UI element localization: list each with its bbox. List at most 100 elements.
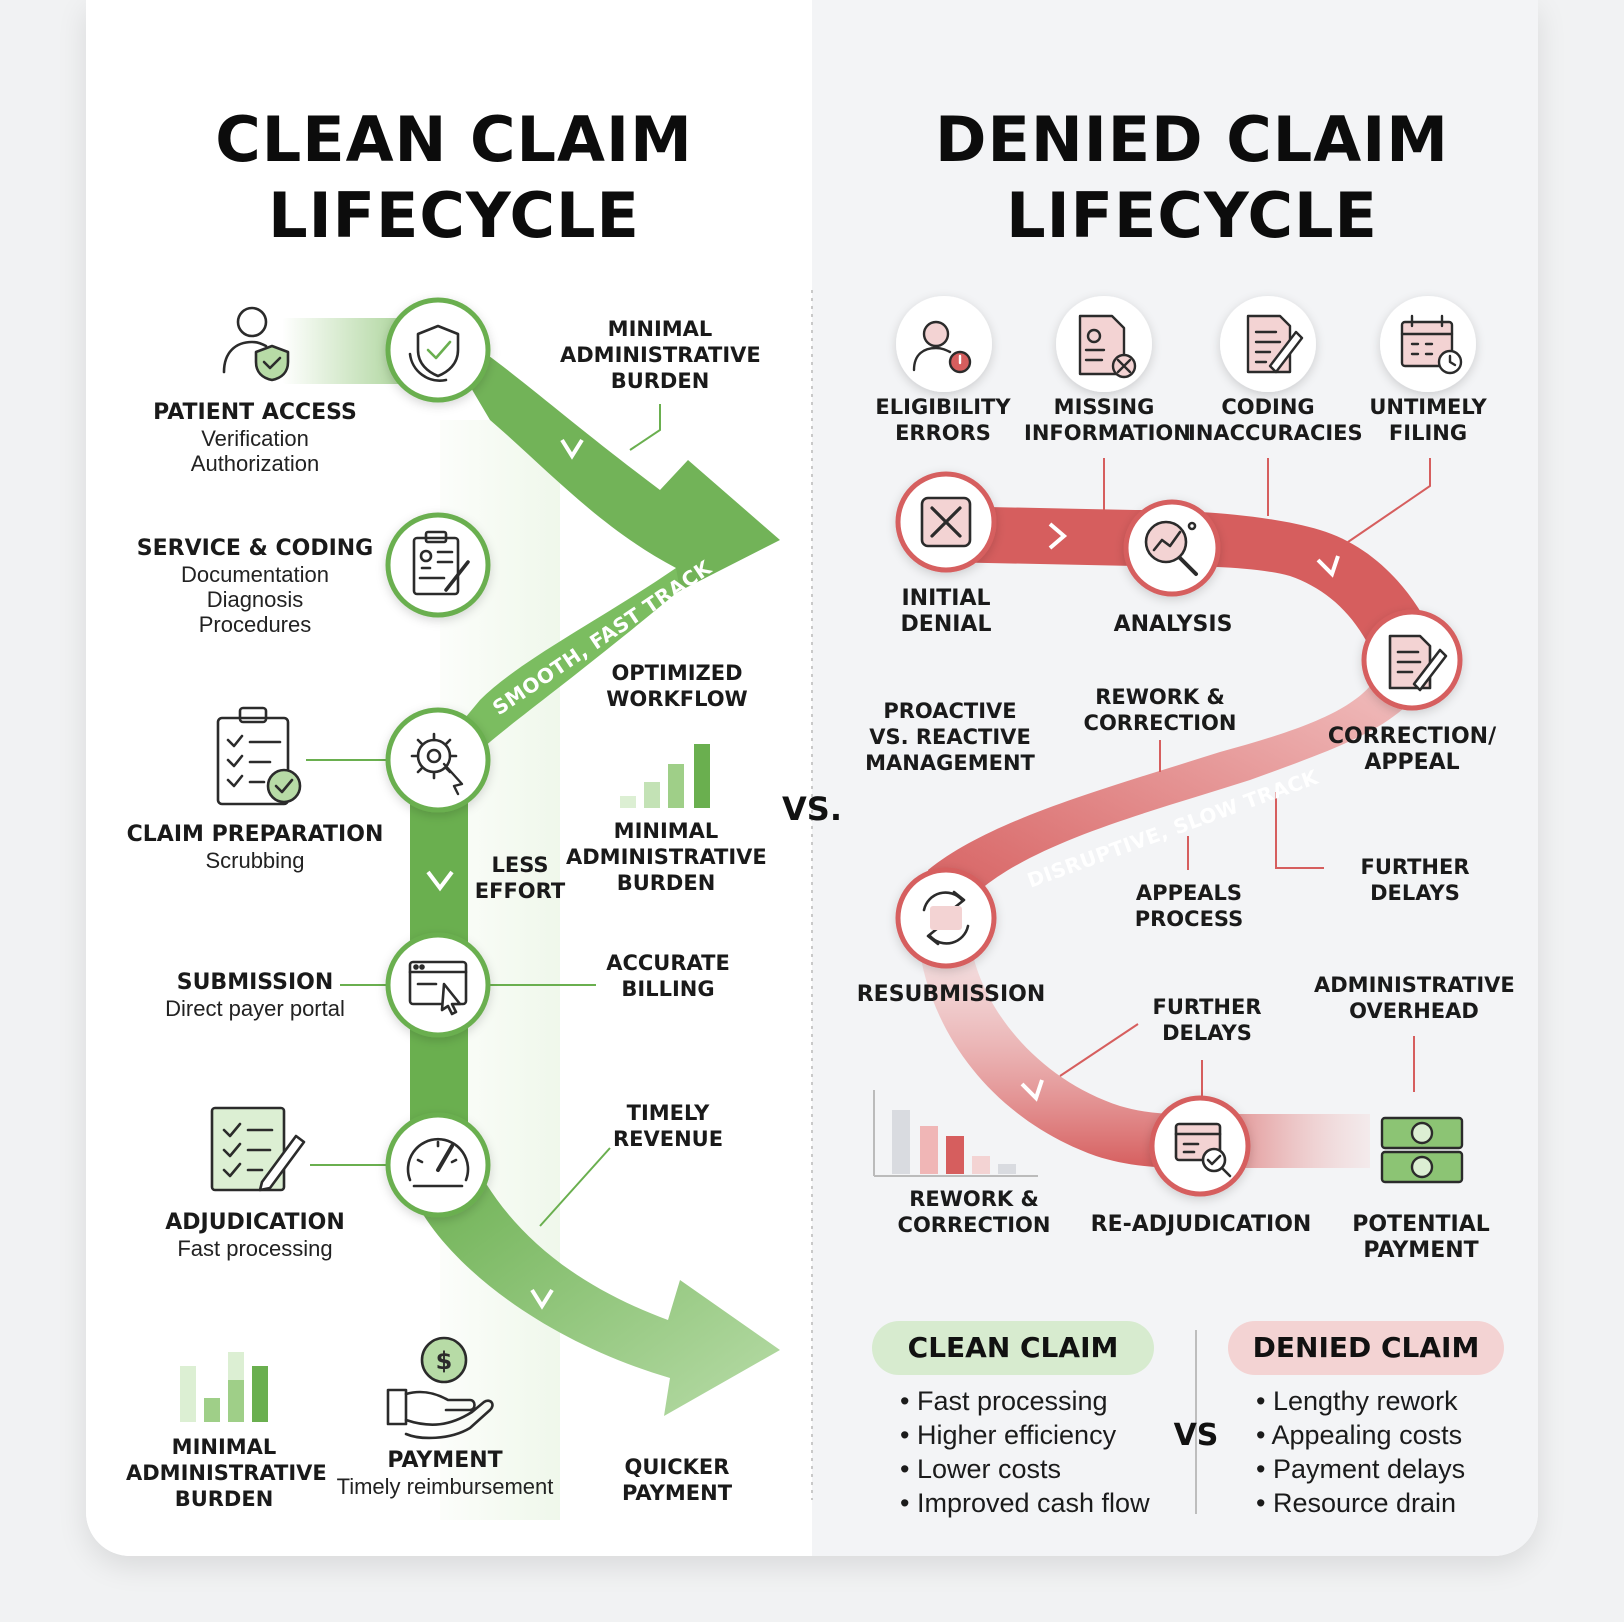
claim-preparation-caption: CLAIM PREPARATION Scrubbing: [110, 822, 400, 873]
center-vs: VS.: [782, 790, 842, 828]
magnifier-chart-icon: [1144, 520, 1198, 576]
denied-drawbacks-list: Lengthy rework Appealing costs Payment d…: [1256, 1384, 1465, 1520]
document-x-icon: [1078, 314, 1137, 379]
gauge-icon: [406, 1137, 470, 1188]
note-line: FURTHER: [1152, 995, 1262, 1019]
callout-line-text: LESS: [491, 853, 549, 877]
document-pen-icon: [1246, 314, 1304, 374]
step-detail: Documentation: [181, 562, 329, 587]
list-item: Lower costs: [900, 1452, 1150, 1486]
connector-line: [1275, 792, 1324, 869]
stage-line: RESUBMISSION: [856, 982, 1046, 1007]
stage-line: DENIAL: [900, 612, 992, 637]
note-line: REWORK &: [1095, 685, 1225, 709]
stage-line: CORRECTION/: [1327, 724, 1497, 749]
chevron-down-icon: [530, 1288, 554, 1310]
list-item: Resource drain: [1256, 1486, 1465, 1520]
list-item: Lengthy rework: [1256, 1384, 1465, 1418]
stage-line: INITIAL: [901, 586, 991, 611]
step-detail: Timely reimbursement: [336, 1474, 554, 1499]
denied-track-lower: [918, 940, 1180, 1168]
callout-line: [629, 404, 661, 451]
bar-chart-icon-bottom: [180, 1352, 268, 1422]
denied-title-line2: LIFECYCLE: [1006, 179, 1378, 252]
clean-title-line1: CLEAN CLAIM: [215, 103, 693, 176]
step-detail: Procedures: [198, 612, 312, 637]
clean-title: CLEAN CLAIM LIFECYCLE: [186, 102, 722, 254]
note-line: VS. REACTIVE: [869, 725, 1031, 749]
clean-arrow-lower: [410, 1150, 780, 1416]
document-pen-icon: [1388, 634, 1448, 692]
appeals-process-note: APPEALS PROCESS: [1124, 880, 1254, 932]
cause-line: ELIGIBILITY: [875, 395, 1011, 419]
step-detail: Diagnosis: [206, 587, 304, 612]
denied-title: DENIED CLAIM LIFECYCLE: [912, 102, 1472, 254]
service-coding-caption: SERVICE & CODING Documentation Diagnosis…: [130, 536, 380, 637]
step-title: CLAIM PREPARATION: [126, 822, 384, 847]
callout-line-text: ADMINISTRATIVE: [566, 845, 767, 869]
callout-line-text: PAYMENT: [621, 1481, 733, 1505]
denied-title-line1: DENIED CLAIM: [935, 103, 1449, 176]
missing-information-label: MISSING INFORMATION: [1024, 394, 1191, 446]
person-alert-icon: [912, 320, 972, 374]
list-item: Payment delays: [1256, 1452, 1465, 1486]
rework-bottom-note: REWORK & CORRECTION: [894, 1186, 1054, 1238]
rework-top-note: REWORK & CORRECTION: [1080, 684, 1240, 736]
analysis-label: ANALYSIS: [1098, 612, 1248, 638]
list-item: Improved cash flow: [900, 1486, 1150, 1520]
patient-access-caption: PATIENT ACCESS Verification Authorizatio…: [130, 400, 380, 476]
gear-icon: [410, 732, 464, 796]
clean-claim-pill: CLEAN CLAIM: [872, 1321, 1154, 1375]
form-check-icon: [1174, 1122, 1232, 1178]
callout-quicker-payment: QUICKER PAYMENT: [612, 1454, 742, 1506]
step-detail: Direct payer portal: [165, 996, 345, 1021]
callout-line-text: ADMINISTRATIVE: [560, 343, 761, 367]
cause-line: INACCURACIES: [1188, 421, 1363, 445]
callout-line-text: MINIMAL: [171, 1435, 277, 1459]
list-item: Fast processing: [900, 1384, 1150, 1418]
untimely-filing-label: UNTIMELY FILING: [1360, 394, 1496, 446]
service-coding-node: [385, 512, 491, 618]
admin-overhead-note: ADMINISTRATIVE OVERHEAD: [1314, 972, 1515, 1024]
note-line: MANAGEMENT: [865, 751, 1035, 775]
further-delays-right-note: FURTHER DELAYS: [1350, 854, 1480, 906]
cause-line: INFORMATION: [1024, 421, 1191, 445]
adjudication-node: [385, 1112, 491, 1218]
correction-appeal-label: CORRECTION/ APPEAL: [1326, 724, 1498, 776]
note-line: CORRECTION: [897, 1213, 1051, 1237]
payment-caption: PAYMENT Timely reimbursement: [320, 1448, 570, 1499]
submission-caption: SUBMISSION Direct payer portal: [140, 970, 370, 1021]
callout-line-text: MINIMAL: [607, 317, 713, 341]
patient-access-node: [385, 297, 491, 403]
connector-line: [1347, 458, 1431, 543]
callout-bottom-burden: MINIMAL ADMINISTRATIVE BURDEN: [126, 1434, 327, 1512]
callout-line-text: ACCURATE: [606, 951, 730, 975]
denied-track-upper: [940, 506, 1440, 672]
clean-title-line2: LIFECYCLE: [268, 179, 640, 252]
callout-mid-burden: MINIMAL ADMINISTRATIVE BURDEN: [566, 818, 767, 896]
note-line: PROACTIVE: [883, 699, 1017, 723]
coding-inaccuracies-label: CODING INACCURACIES: [1188, 394, 1363, 446]
readjudication-label: RE-ADJUDICATION: [1086, 1212, 1316, 1238]
step-detail: Scrubbing: [205, 848, 305, 873]
step-detail: Fast processing: [177, 1236, 333, 1261]
further-delays-mid-note: FURTHER DELAYS: [1142, 994, 1272, 1046]
callout-line-text: OPTIMIZED: [611, 661, 743, 685]
note-line: CORRECTION: [1083, 711, 1237, 735]
hand-money-icon: [386, 1336, 494, 1440]
shield-check-icon: [408, 324, 460, 382]
callout-line-text: QUICKER: [624, 1455, 730, 1479]
list-item: Higher efficiency: [900, 1418, 1150, 1452]
browser-cursor-icon: [408, 960, 468, 1016]
note-line: FURTHER: [1360, 855, 1470, 879]
connector-line: [1059, 1023, 1139, 1077]
summary-vs: VS: [1173, 1418, 1219, 1453]
cause-line: CODING: [1221, 395, 1315, 419]
denied-track-diagonal: [928, 650, 1440, 918]
callout-line-text: BURDEN: [610, 369, 710, 393]
callout-line: [539, 1147, 611, 1227]
note-line: APPEALS: [1135, 881, 1243, 905]
stage-line: POTENTIAL: [1352, 1212, 1490, 1237]
chevron-right-icon: [1048, 522, 1068, 550]
